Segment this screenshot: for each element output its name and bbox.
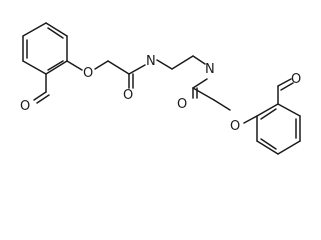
atom-n-left: N [146,54,156,69]
aldehyde-right: O [277,72,301,105]
benzene-ring-right [256,103,301,155]
acetamide-ether-right: O O [177,78,258,134]
ether-acetamide-left: O O N [66,54,156,103]
ethylene-linker: N [156,55,215,77]
atom-o-amide-left: O [123,88,133,103]
atom-o-ether-right: O [230,119,240,134]
benzene-ring-left [22,22,68,75]
structure-canvas: O O O N N O O [20,22,301,155]
aldehyde-left: O [20,73,50,114]
atom-o-aldehyde-right: O [291,72,301,87]
atom-n-right: N [205,62,215,77]
atom-o-ether-left: O [83,66,93,81]
molecule-drawing: O O O N N O O [20,22,301,155]
atom-o-aldehyde-left: O [20,99,30,114]
atom-o-amide-right: O [177,97,187,112]
